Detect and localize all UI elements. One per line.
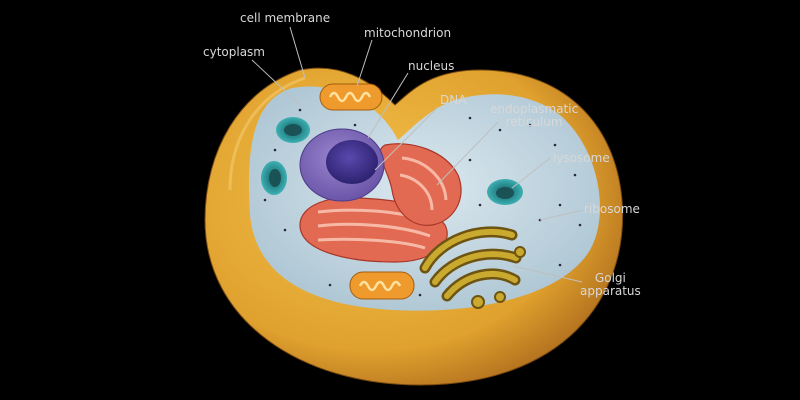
golgi-apparatus-shape xyxy=(419,226,526,309)
label-lysosome: lysosome xyxy=(553,151,610,165)
mitochondria-shapes xyxy=(319,83,415,300)
label-cell-membrane: cell membrane xyxy=(240,11,331,25)
label-golgi-apparatus: Golgi apparatus xyxy=(580,272,641,298)
label-cytoplasm: cytoplasm xyxy=(203,45,265,59)
label-nucleus: nucleus xyxy=(408,59,455,73)
label-endoplasmic-reticulum: endoplasmatic reticulum xyxy=(490,103,578,129)
label-er-line2: reticulum xyxy=(505,115,563,129)
label-ribosome: ribosome xyxy=(584,202,640,216)
lysosome-shapes xyxy=(261,117,523,205)
leader-lines xyxy=(251,26,584,283)
endoplasmic-reticulum xyxy=(299,143,462,263)
label-dna: DNA xyxy=(440,93,467,107)
nucleus-shape xyxy=(299,128,385,202)
label-golgi-line1: Golgi xyxy=(594,271,626,285)
label-er-line1: endoplasmatic xyxy=(490,102,579,116)
label-mitochondrion: mitochondrion xyxy=(364,26,452,40)
label-golgi-line2: apparatus xyxy=(580,284,641,298)
